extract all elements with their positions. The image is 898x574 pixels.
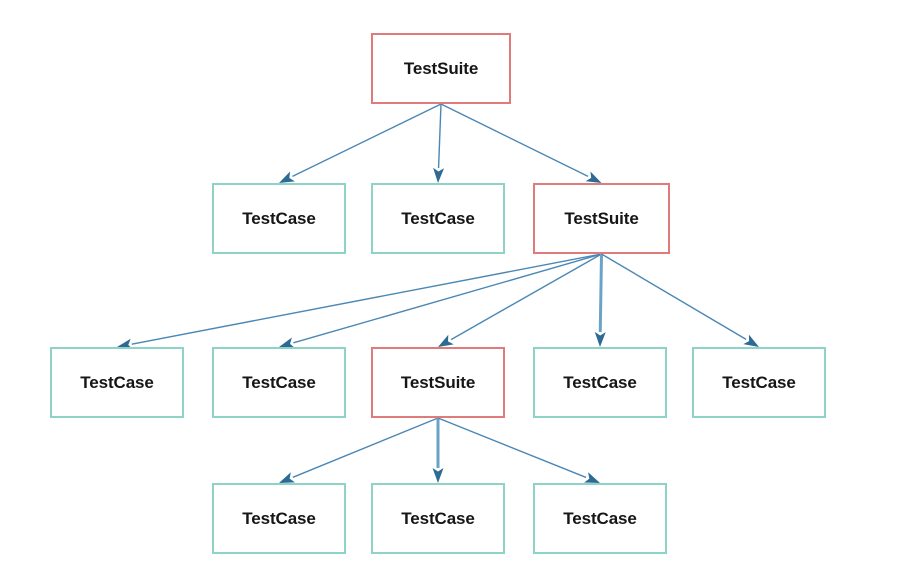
node-label: TestCase <box>242 508 316 528</box>
arrow-head-icon <box>594 331 606 347</box>
node-case-n7[interactable]: TestCase <box>533 347 667 418</box>
node-label: TestCase <box>563 508 637 528</box>
edge-line-n6-n11 <box>437 417 587 479</box>
node-label: TestCase <box>242 208 316 228</box>
node-case-n10[interactable]: TestCase <box>371 483 505 554</box>
node-case-n1[interactable]: TestCase <box>212 183 346 254</box>
node-case-n9[interactable]: TestCase <box>212 483 346 554</box>
arrow-head-icon <box>585 171 602 183</box>
node-label: TestSuite <box>403 58 479 78</box>
edge-line-n0-n2 <box>437 103 442 169</box>
node-label: TestCase <box>80 372 154 392</box>
arrow-head-icon <box>279 472 295 483</box>
node-label: TestCase <box>401 508 475 528</box>
node-case-n8[interactable]: TestCase <box>692 347 826 418</box>
node-case-n4[interactable]: TestCase <box>50 347 184 418</box>
arrow-head-icon <box>432 468 444 483</box>
arrow-head-icon <box>433 167 445 183</box>
node-case-n5[interactable]: TestCase <box>212 347 346 418</box>
edge-line-n3-n5 <box>293 253 602 344</box>
arrow-head-icon <box>743 334 759 347</box>
edge-line-n3-n7 <box>598 253 603 333</box>
node-suite-n3[interactable]: TestSuite <box>533 183 670 254</box>
node-suite-n6[interactable]: TestSuite <box>371 347 505 418</box>
node-label: TestCase <box>401 208 475 228</box>
edge-line-n0-n1 <box>292 103 442 178</box>
arrow-head-icon <box>584 472 600 483</box>
node-label: TestSuite <box>564 208 639 228</box>
node-case-n2[interactable]: TestCase <box>371 183 505 254</box>
node-label: TestSuite <box>400 372 476 392</box>
node-label: TestCase <box>563 372 637 392</box>
node-label: TestCase <box>242 372 316 392</box>
node-suite-n0[interactable]: TestSuite <box>371 33 511 104</box>
edge-line-n0-n3 <box>440 103 589 178</box>
edge-line-n3-n4 <box>131 253 602 345</box>
edge-line-n3-n8 <box>601 253 747 340</box>
edge-line-n6-n9 <box>292 417 439 478</box>
node-case-n11[interactable]: TestCase <box>533 483 667 554</box>
edge-line-n3-n6 <box>450 253 602 341</box>
arrow-head-icon <box>279 171 295 183</box>
arrow-head-icon <box>438 334 454 347</box>
node-label: TestCase <box>722 372 796 392</box>
